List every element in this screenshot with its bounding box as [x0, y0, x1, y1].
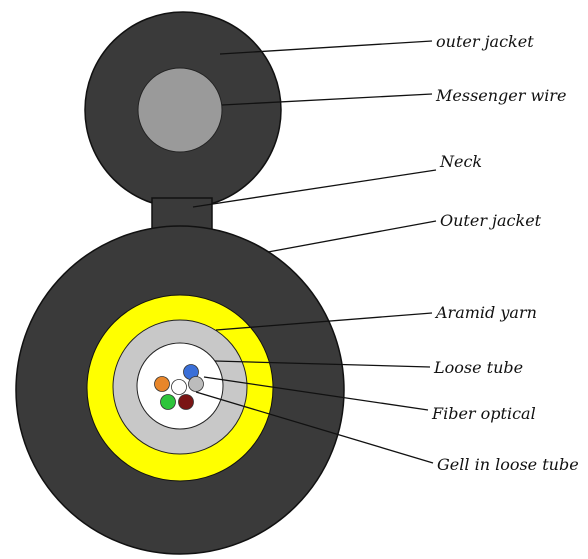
neck-joint	[153, 230, 211, 244]
fiber-white	[171, 379, 187, 395]
leader-outer-jacket	[267, 220, 437, 253]
label-outer-jacket-top: outer jacket	[436, 32, 534, 51]
label-neck: Neck	[439, 152, 482, 171]
leader-neck	[192, 169, 437, 208]
label-aramid-yarn: Aramid yarn	[434, 303, 537, 322]
leader-outer-jacket-top	[219, 40, 433, 55]
fiber-green	[160, 394, 176, 410]
label-gel-in-loose-tube: Gell in loose tube	[437, 455, 579, 474]
leader-gel-in-loose-tube	[195, 391, 434, 464]
leader-loose-tube	[214, 360, 431, 368]
label-messenger-wire: Messenger wire	[435, 86, 566, 105]
messenger-wire	[137, 67, 223, 153]
label-fiber-optical: Fiber optical	[431, 404, 536, 423]
leader-messenger-wire	[221, 93, 433, 106]
label-outer-jacket: Outer jacket	[440, 211, 542, 230]
leader-aramid-yarn	[215, 312, 433, 331]
fiber-gray	[188, 376, 204, 392]
fiber-orange	[154, 376, 170, 392]
label-loose-tube: Loose tube	[433, 358, 523, 377]
fiber-dark-red	[178, 394, 194, 410]
leader-fiber-optical	[203, 376, 429, 411]
